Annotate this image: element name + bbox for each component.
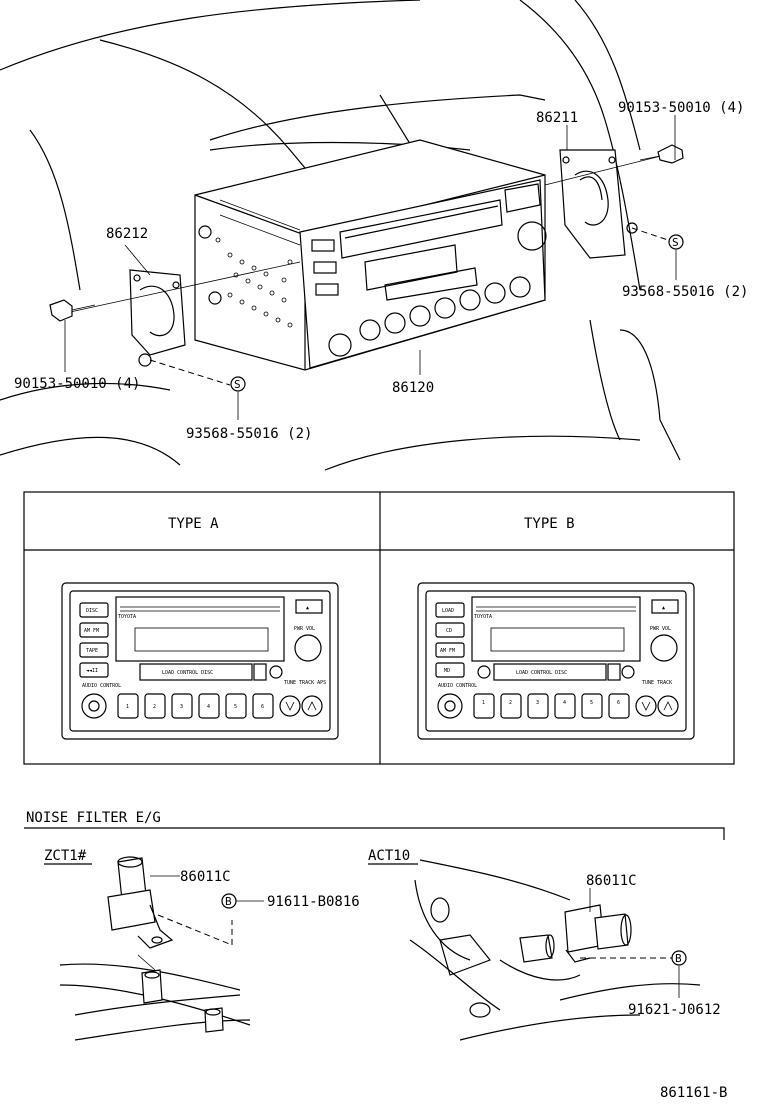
label-bolt-91611: 91611-B0816 — [267, 894, 360, 910]
marker-s-left-text: S — [234, 378, 241, 391]
label-bolt-91621: 91621-J0612 — [628, 1002, 721, 1018]
label-86011c-left: 86011C — [180, 869, 231, 885]
type-b-btn-cd: CD — [446, 628, 452, 634]
marker-s-left: S — [230, 376, 246, 392]
type-b-header: TYPE B — [524, 516, 575, 532]
type-b-eject: ▲ — [662, 605, 665, 611]
noise-filter-title: NOISE FILTER E/G — [26, 810, 161, 826]
type-a-tune: TUNE TRACK APS — [284, 680, 326, 686]
marker-b-left-text: B — [225, 895, 232, 908]
marker-b-right-text: B — [675, 952, 682, 965]
type-a-preset-4: 4 — [207, 704, 210, 710]
type-a-header: TYPE A — [168, 516, 219, 532]
bracket-86212 — [129, 269, 186, 367]
type-a-btn-disc: DISC — [86, 608, 98, 614]
vent-holes — [215, 237, 293, 328]
type-table — [23, 491, 735, 765]
noise-filter-bracket — [24, 827, 725, 840]
type-a-btn-amfm: AM FM — [84, 628, 99, 634]
type-a-pwr-vol-label: PWR VOL — [294, 626, 315, 632]
type-b-pwr-vol-label: PWR VOL — [650, 626, 671, 632]
engine-bay-outline — [409, 859, 701, 1041]
type-a-brand: TOYOTA — [118, 614, 136, 620]
type-a-btn-tape: TAPE — [86, 648, 98, 654]
label-screw-right: 93568-55016 (2) — [622, 284, 748, 300]
type-b-preset-4: 4 — [563, 700, 566, 706]
label-screw-left: 93568-55016 (2) — [186, 426, 312, 442]
type-b-preset-2: 2 — [509, 700, 512, 706]
act10-label: ACT10 — [368, 848, 410, 864]
noise-filter-left-icon — [107, 856, 174, 949]
marker-s-right: S — [668, 234, 684, 250]
figure-id: 861161-B — [660, 1085, 727, 1101]
type-a-preset-2: 2 — [153, 704, 156, 710]
type-a-eject: ▲ — [306, 605, 309, 611]
type-a-panel: TOYOTA ▲ PWR VOL DISC AM FM TAPE ◄◄II LO… — [61, 582, 339, 740]
label-86011c-right: 86011C — [586, 873, 637, 889]
label-bolt-left: 90153-50010 (4) — [14, 376, 140, 392]
type-b-volume-knob — [650, 634, 678, 662]
type-b-preset-1: 1 — [482, 700, 485, 706]
type-a-preset-1: 1 — [126, 704, 129, 710]
type-b-btn-md: MD — [444, 668, 450, 674]
screw-left-dash — [149, 359, 231, 386]
type-a-preset-6: 6 — [261, 704, 264, 710]
type-b-btn-amfm: AM FM — [440, 648, 455, 654]
leader-86212 — [124, 244, 151, 276]
type-b-btn-load: LOAD — [442, 608, 454, 614]
type-b-preset-5: 5 — [590, 700, 593, 706]
type-b-load-control: LOAD CONTROL DISC — [516, 670, 567, 676]
marker-b-left: B — [221, 893, 237, 909]
type-b-preset-6: 6 — [617, 700, 620, 706]
type-a-audio-control: AUDIO CONTROL — [82, 683, 121, 689]
label-86211: 86211 — [536, 110, 578, 126]
type-b-brand: TOYOTA — [474, 614, 492, 620]
type-b-audio-control: AUDIO CONTROL — [438, 683, 477, 689]
zct1-label: ZCT1# — [44, 848, 87, 864]
type-b-tune: TUNE TRACK — [642, 680, 672, 686]
label-86212: 86212 — [106, 226, 148, 242]
type-a-preset-5: 5 — [234, 704, 237, 710]
label-86120: 86120 — [392, 380, 434, 396]
type-b-preset-3: 3 — [536, 700, 539, 706]
type-a-volume-knob — [294, 634, 322, 662]
leader-bolt-right-line — [544, 154, 666, 186]
radio-front-face — [299, 179, 547, 369]
leader-bolt-left-line — [69, 261, 301, 313]
marker-b-right: B — [671, 950, 687, 966]
type-b-panel: TOYOTA ▲ PWR VOL LOAD CD AM FM MD LOAD C… — [417, 582, 695, 740]
bracket-frame-left — [59, 954, 251, 1041]
label-bolt-right: 90153-50010 (4) — [618, 100, 744, 116]
noise-filter-right-icon — [564, 904, 632, 963]
type-a-preset-3: 3 — [180, 704, 183, 710]
screw-right-dash — [631, 227, 669, 241]
bolt-left-icon — [49, 299, 96, 322]
type-a-load-control: LOAD CONTROL DISC — [162, 670, 213, 676]
type-a-btn-prev: ◄◄II — [86, 668, 98, 674]
bolt-right-icon — [639, 144, 684, 164]
marker-s-right-text: S — [672, 236, 679, 249]
dashboard-outline — [0, 0, 681, 471]
